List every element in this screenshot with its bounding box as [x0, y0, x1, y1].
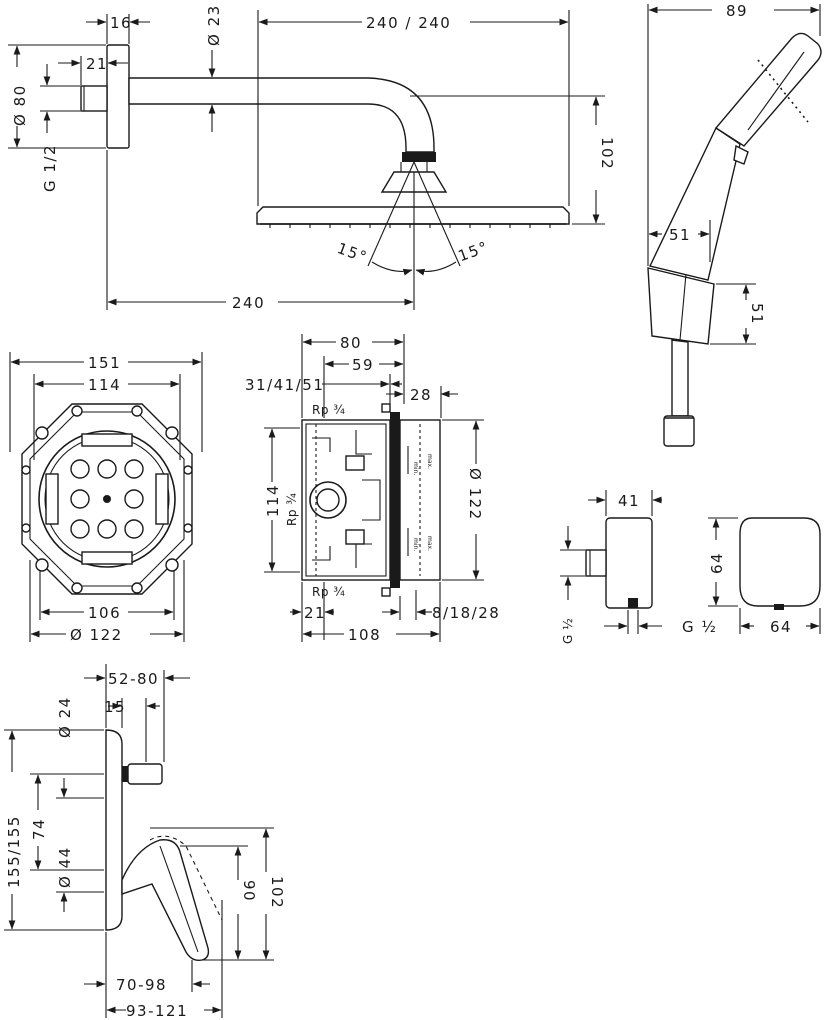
dim-21: 21	[86, 55, 108, 73]
dim-151: 151	[88, 354, 121, 372]
dim-64-h: 64	[770, 618, 792, 636]
mixer-lever	[121, 839, 210, 962]
box-inlet	[309, 481, 347, 519]
dim-24: Ø 24	[56, 696, 74, 738]
box-ears	[21, 405, 193, 594]
dim-g12: G 1/2	[41, 144, 59, 192]
box-top-bracket	[81, 433, 133, 447]
dim-240-240: 240 / 240	[366, 14, 451, 32]
box-cover	[399, 419, 441, 581]
outlet-body	[605, 517, 653, 609]
mixer-outlet	[127, 763, 163, 785]
dim-44: Ø 44	[56, 846, 74, 888]
dim-52-80: 52-80	[108, 670, 159, 688]
dim-8-18-28: 8/18/28	[432, 604, 500, 622]
outlet-nipple	[585, 549, 607, 577]
dim-74: 74	[30, 818, 48, 840]
box-bottom-bracket	[81, 551, 133, 565]
dim-114: 114	[88, 376, 121, 394]
dim-102: 102	[598, 137, 616, 170]
dim-102-mixer: 102	[268, 876, 286, 909]
wall-rosette	[106, 44, 130, 149]
dim-41: 41	[618, 492, 640, 510]
dim-114-box: 114	[264, 484, 282, 517]
box-left-bracket	[45, 473, 59, 525]
dim-51-v: 51	[748, 303, 766, 325]
hand-shower-hose	[671, 339, 689, 417]
shower-arm	[128, 77, 435, 153]
head-plate	[256, 206, 570, 225]
rp-top: Rp ¾	[312, 403, 345, 417]
box-side-view: min. max. min. max. 80 59 31/41/51 28 Rp…	[245, 334, 500, 644]
min-label-top: min.	[412, 462, 419, 475]
rp-mid: Rp ¾	[285, 493, 299, 526]
hand-shower-handle	[648, 126, 741, 281]
dim-106: 106	[88, 604, 121, 622]
shower-head-view: 15° 15° 16 21 Ø 23 Ø 80 G 1/2 240 /	[8, 4, 616, 312]
dim-70-98: 70-98	[116, 976, 167, 994]
outlet-front	[739, 517, 821, 607]
dim-89: 89	[726, 2, 748, 20]
wall-outlet-view: 41 64 64 G ½ G ½	[560, 490, 821, 644]
dim-90: 90	[240, 880, 258, 902]
dim-28: 28	[410, 386, 432, 404]
mixer-plate	[105, 729, 123, 931]
mixer-view: 52-80 Ø 24 15 155/155 74 Ø 44 90	[4, 664, 286, 1020]
g-right: G ½	[682, 618, 717, 636]
hand-shower-head	[714, 32, 822, 147]
dim-93-121: 93-121	[126, 1002, 188, 1020]
dim-16: 16	[110, 14, 132, 32]
hand-shower-view: 89 51 51	[647, 2, 822, 447]
min-label-bottom: min.	[412, 538, 419, 551]
dim-31-41-51: 31/41/51	[245, 376, 324, 394]
box-right-bracket	[155, 473, 169, 525]
g-left: G ½	[561, 618, 575, 644]
dim-80: Ø 80	[11, 84, 29, 126]
dim-59: 59	[352, 356, 374, 374]
dim-80-box: 80	[340, 334, 362, 352]
max-label-top: max.	[426, 454, 433, 469]
arm-connector	[80, 85, 108, 112]
rp-bot: Rp ¾	[312, 585, 345, 599]
dim-23: Ø 23	[205, 4, 223, 46]
dim-51-h: 51	[669, 226, 691, 244]
dim-122-box: Ø 122	[466, 468, 484, 521]
head-nozzles	[269, 224, 551, 228]
box-ring	[38, 430, 176, 568]
box-holes	[70, 459, 144, 539]
angle-left-label: 15°	[335, 239, 370, 267]
hose-nut	[663, 415, 695, 447]
dim-155-155: 155/155	[5, 815, 23, 888]
hand-shower-holder	[647, 267, 715, 345]
dim-21-box: 21	[304, 604, 326, 622]
dim-122: Ø 122	[70, 626, 123, 644]
dim-108: 108	[348, 626, 381, 644]
dim-240: 240	[232, 294, 265, 312]
angle-right-label: 15°	[456, 238, 491, 266]
dim-64-v: 64	[708, 552, 726, 574]
box-front-view: 151 114 106 Ø 122	[9, 352, 203, 644]
box-flange	[390, 412, 400, 588]
max-label-bottom: max.	[426, 536, 433, 551]
arm-nut	[402, 152, 436, 162]
dim-15: 15	[104, 698, 126, 716]
